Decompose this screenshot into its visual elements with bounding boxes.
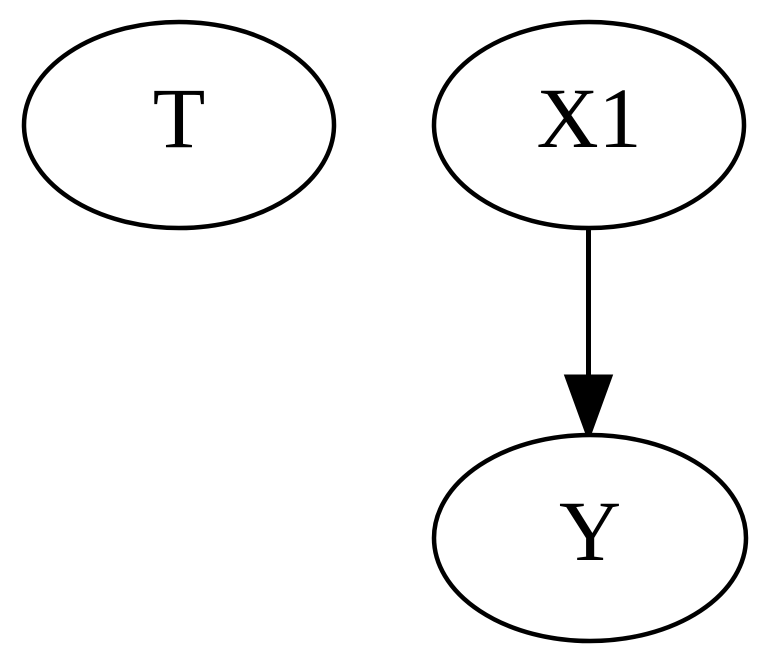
- node-y-label: Y: [559, 483, 621, 579]
- arrowhead-icon: [563, 374, 614, 443]
- node-t-label: T: [153, 70, 206, 166]
- edge-x1-to-y: [563, 229, 614, 443]
- node-t: T: [21, 19, 337, 231]
- node-x1-label: X1: [536, 70, 641, 166]
- node-y-ellipse: [431, 432, 749, 644]
- node-x1: X1: [431, 19, 747, 231]
- node-t-ellipse: [21, 19, 337, 231]
- node-y: Y: [431, 432, 749, 644]
- node-x1-ellipse: [431, 19, 747, 231]
